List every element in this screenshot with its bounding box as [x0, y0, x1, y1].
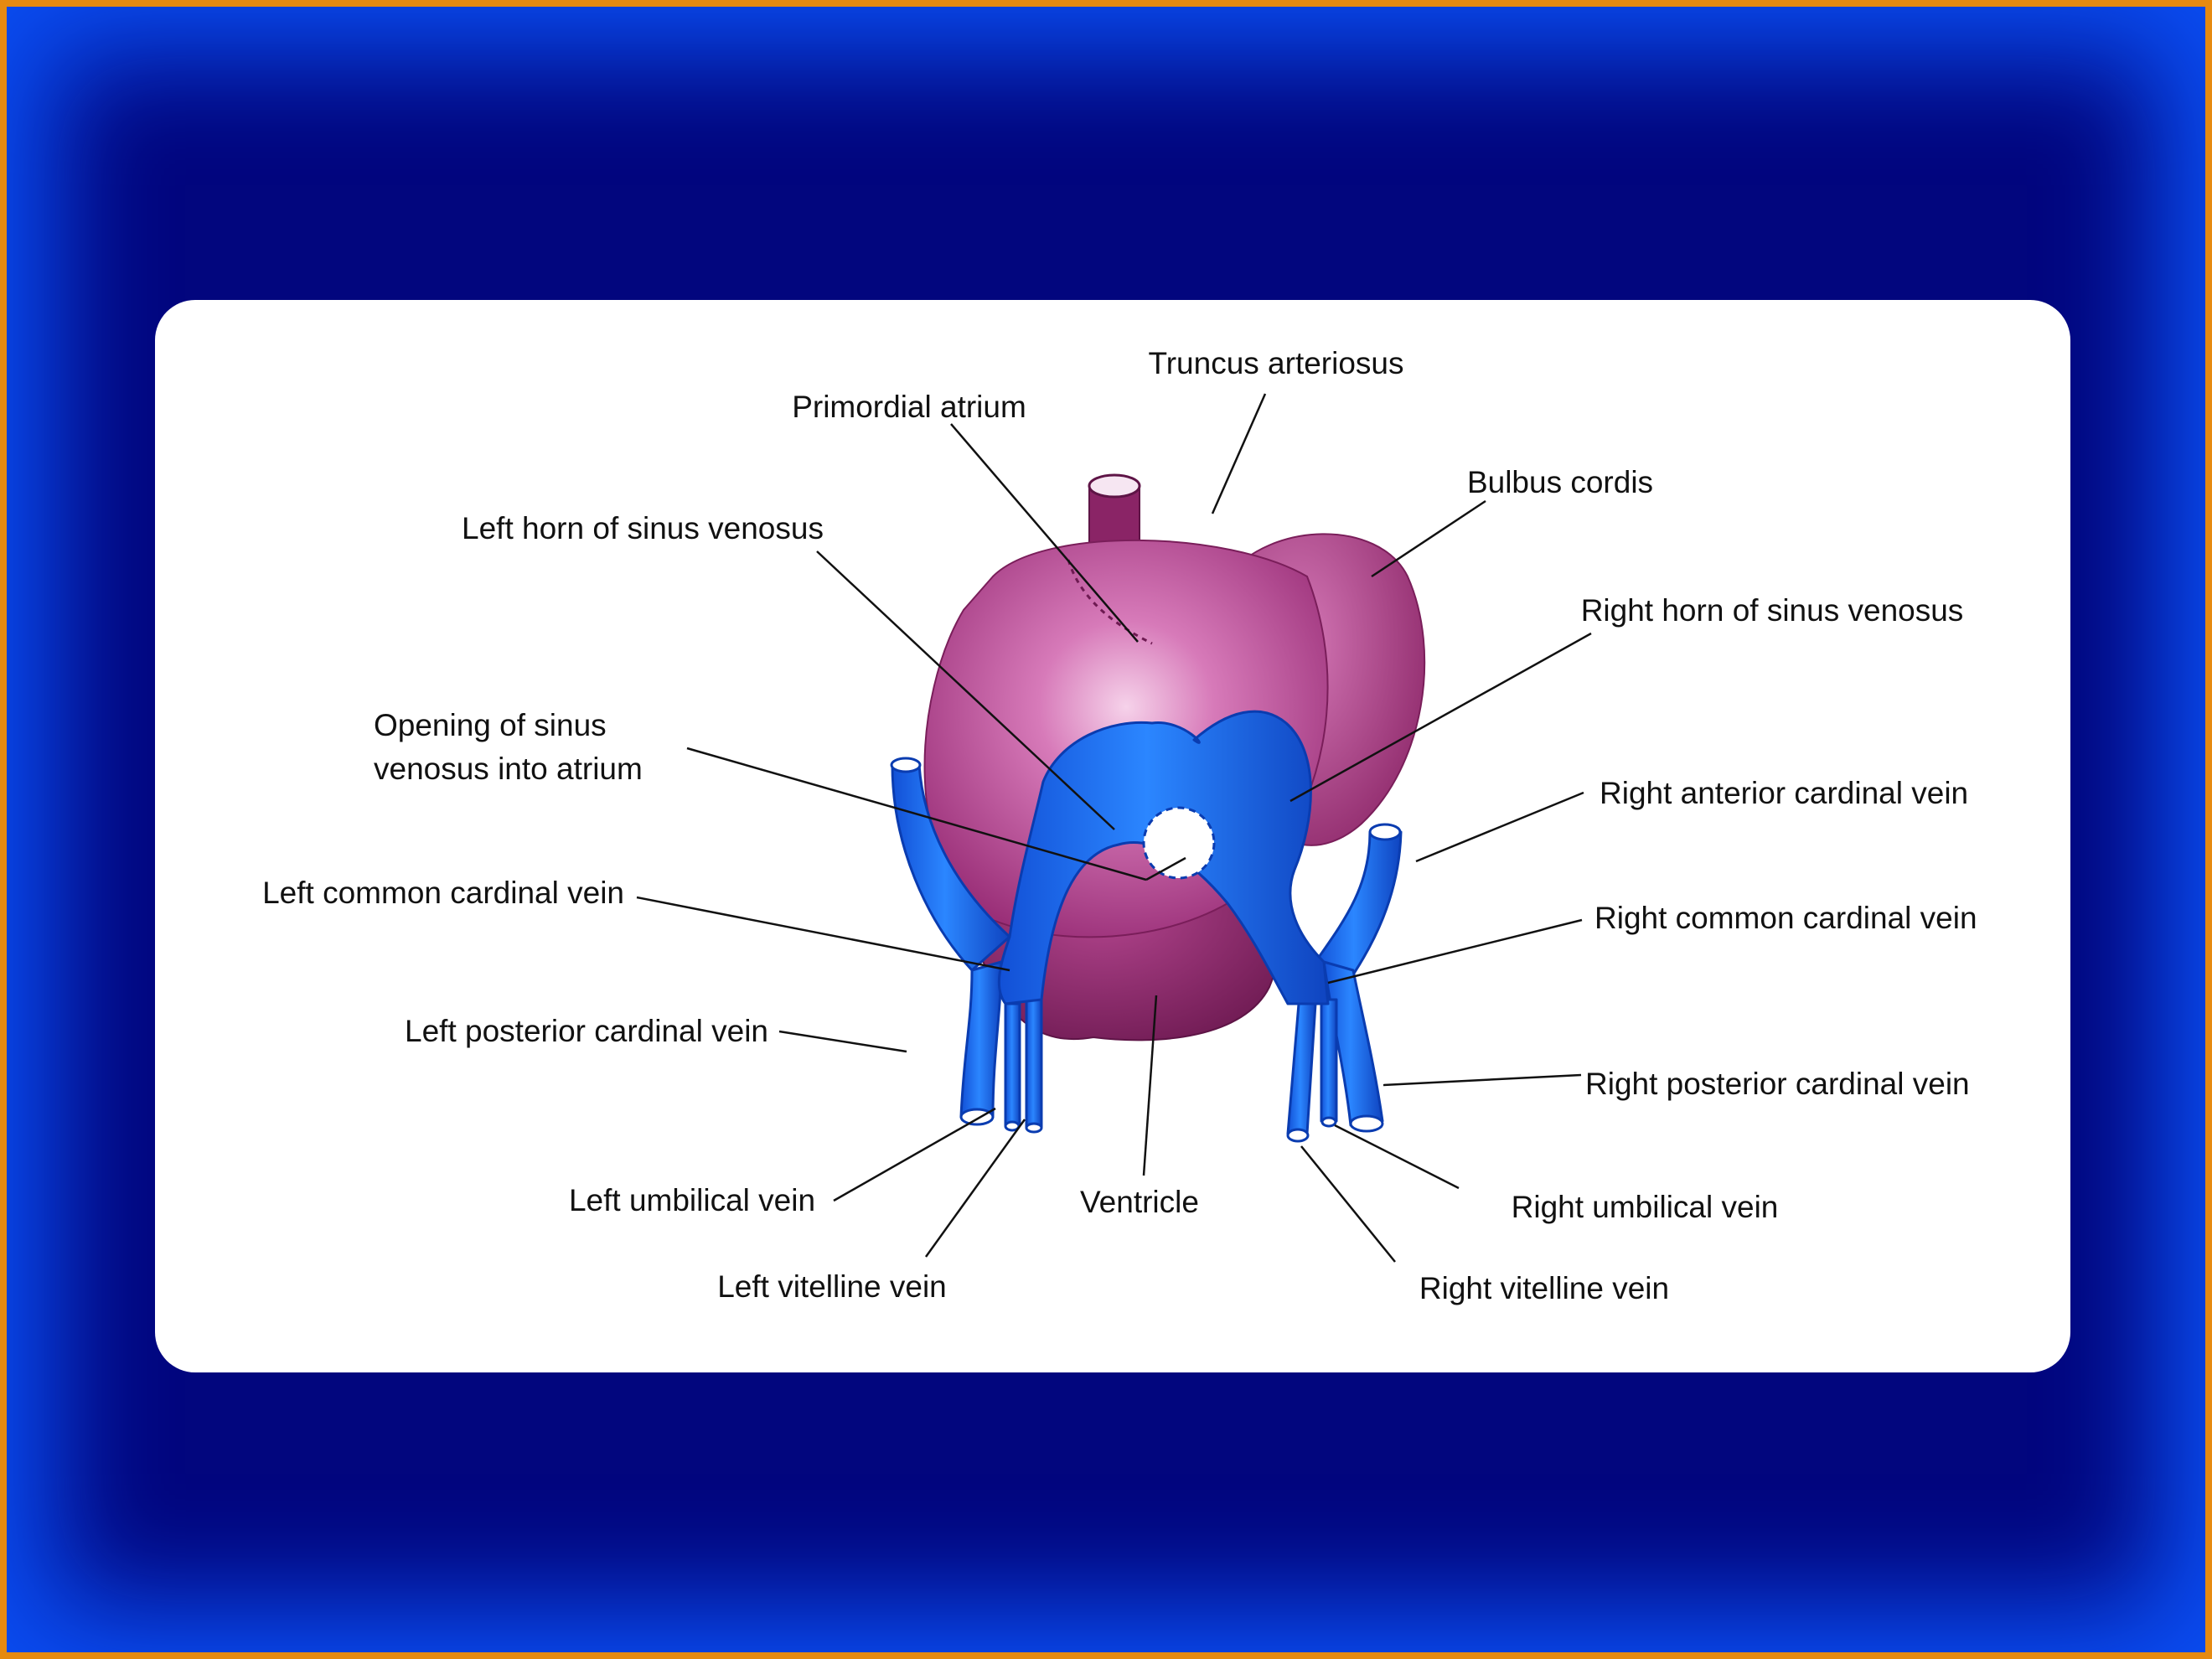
label-left-horn-sinus-venosus: Left horn of sinus venosus	[462, 511, 824, 545]
label-right-anterior-cardinal-vein: Right anterior cardinal vein	[1600, 776, 1968, 810]
left-vitelline-vein-shape	[1025, 998, 1043, 1129]
leader-lines	[636, 393, 1592, 1263]
embryonic-heart-diagram: Truncus arteriosus Primordial atrium Bul…	[262, 346, 1977, 1305]
label-right-umbilical-vein: Right umbilical vein	[1512, 1190, 1779, 1224]
label-left-vitelline-vein: Left vitelline vein	[717, 1269, 947, 1304]
label-ventricle: Ventricle	[1080, 1185, 1199, 1219]
label-left-posterior-cardinal-vein: Left posterior cardinal vein	[405, 1014, 768, 1048]
right-vitelline-opening	[1286, 1128, 1310, 1143]
label-right-common-cardinal-vein: Right common cardinal vein	[1594, 901, 1977, 935]
label-opening-sinus-line1: Opening of sinus	[374, 708, 607, 742]
diagram-card: Truncus arteriosus Primordial atrium Bul…	[155, 300, 2070, 1372]
sinus-atrial-opening	[1142, 806, 1216, 880]
label-opening-sinus-line2: venosus into atrium	[374, 752, 643, 786]
label-truncus-arteriosus: Truncus arteriosus	[1148, 346, 1403, 380]
truncus-opening	[1088, 473, 1141, 499]
right-anterior-cardinal-opening	[1368, 823, 1402, 841]
left-vitelline-opening	[1025, 1122, 1043, 1134]
slide-background: Truncus arteriosus Primordial atrium Bul…	[7, 7, 2205, 1652]
right-umbilical-vein-shape	[1320, 998, 1338, 1123]
right-vitelline-vein-shape	[1286, 1002, 1317, 1135]
label-right-horn-sinus-venosus: Right horn of sinus venosus	[1581, 593, 1964, 628]
left-posterior-cardinal-opening	[959, 1108, 995, 1126]
label-bulbus-cordis: Bulbus cordis	[1467, 465, 1653, 499]
right-posterior-cardinal-opening	[1349, 1114, 1384, 1133]
labels: Truncus arteriosus Primordial atrium Bul…	[262, 346, 1977, 1305]
label-primordial-atrium: Primordial atrium	[792, 390, 1026, 424]
label-left-umbilical-vein: Left umbilical vein	[569, 1183, 815, 1217]
vessel-openings	[890, 757, 1402, 1143]
atrium-fold-dashed	[1067, 559, 1153, 645]
label-left-common-cardinal-vein: Left common cardinal vein	[262, 876, 624, 910]
label-right-vitelline-vein: Right vitelline vein	[1419, 1271, 1669, 1305]
left-anterior-cardinal-opening	[890, 757, 922, 773]
left-posterior-cardinal-vein-shape	[959, 960, 1003, 1119]
label-right-posterior-cardinal-vein: Right posterior cardinal vein	[1585, 1067, 1970, 1101]
left-umbilical-vein-shape	[1004, 1002, 1021, 1127]
right-umbilical-opening	[1320, 1116, 1337, 1128]
